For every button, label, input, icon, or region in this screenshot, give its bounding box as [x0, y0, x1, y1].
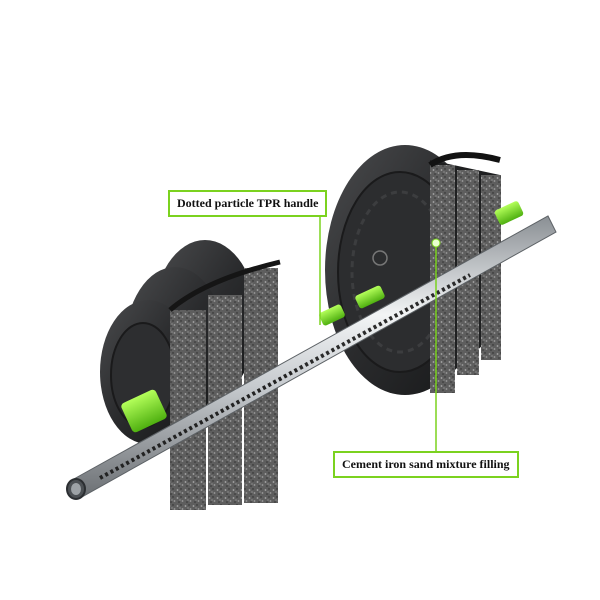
- steel-bar: [66, 215, 557, 500]
- callout-filling-label: Cement iron sand mixture filling: [333, 451, 519, 478]
- callout-handle-label: Dotted particle TPR handle: [168, 190, 328, 217]
- callout-leaders: [319, 212, 441, 453]
- tpr-handle-accents: [121, 201, 524, 433]
